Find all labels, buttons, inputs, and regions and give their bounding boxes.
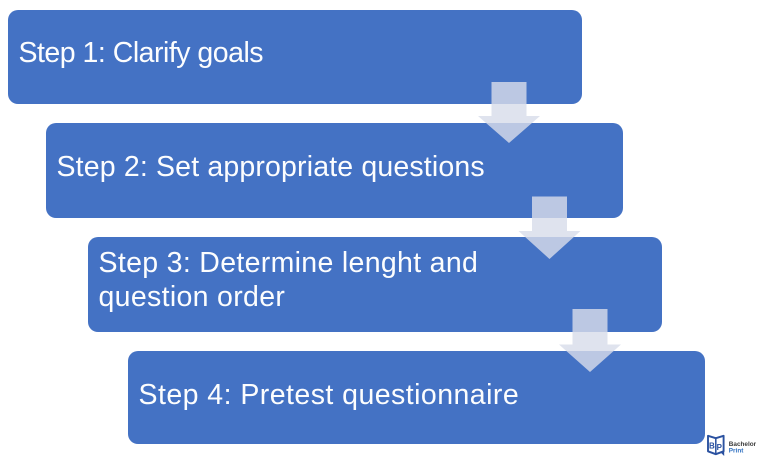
svg-text:P: P bbox=[717, 443, 723, 452]
svg-text:Print: Print bbox=[729, 447, 744, 454]
svg-text:Bachelor: Bachelor bbox=[729, 441, 757, 448]
svg-text:B: B bbox=[709, 441, 715, 450]
